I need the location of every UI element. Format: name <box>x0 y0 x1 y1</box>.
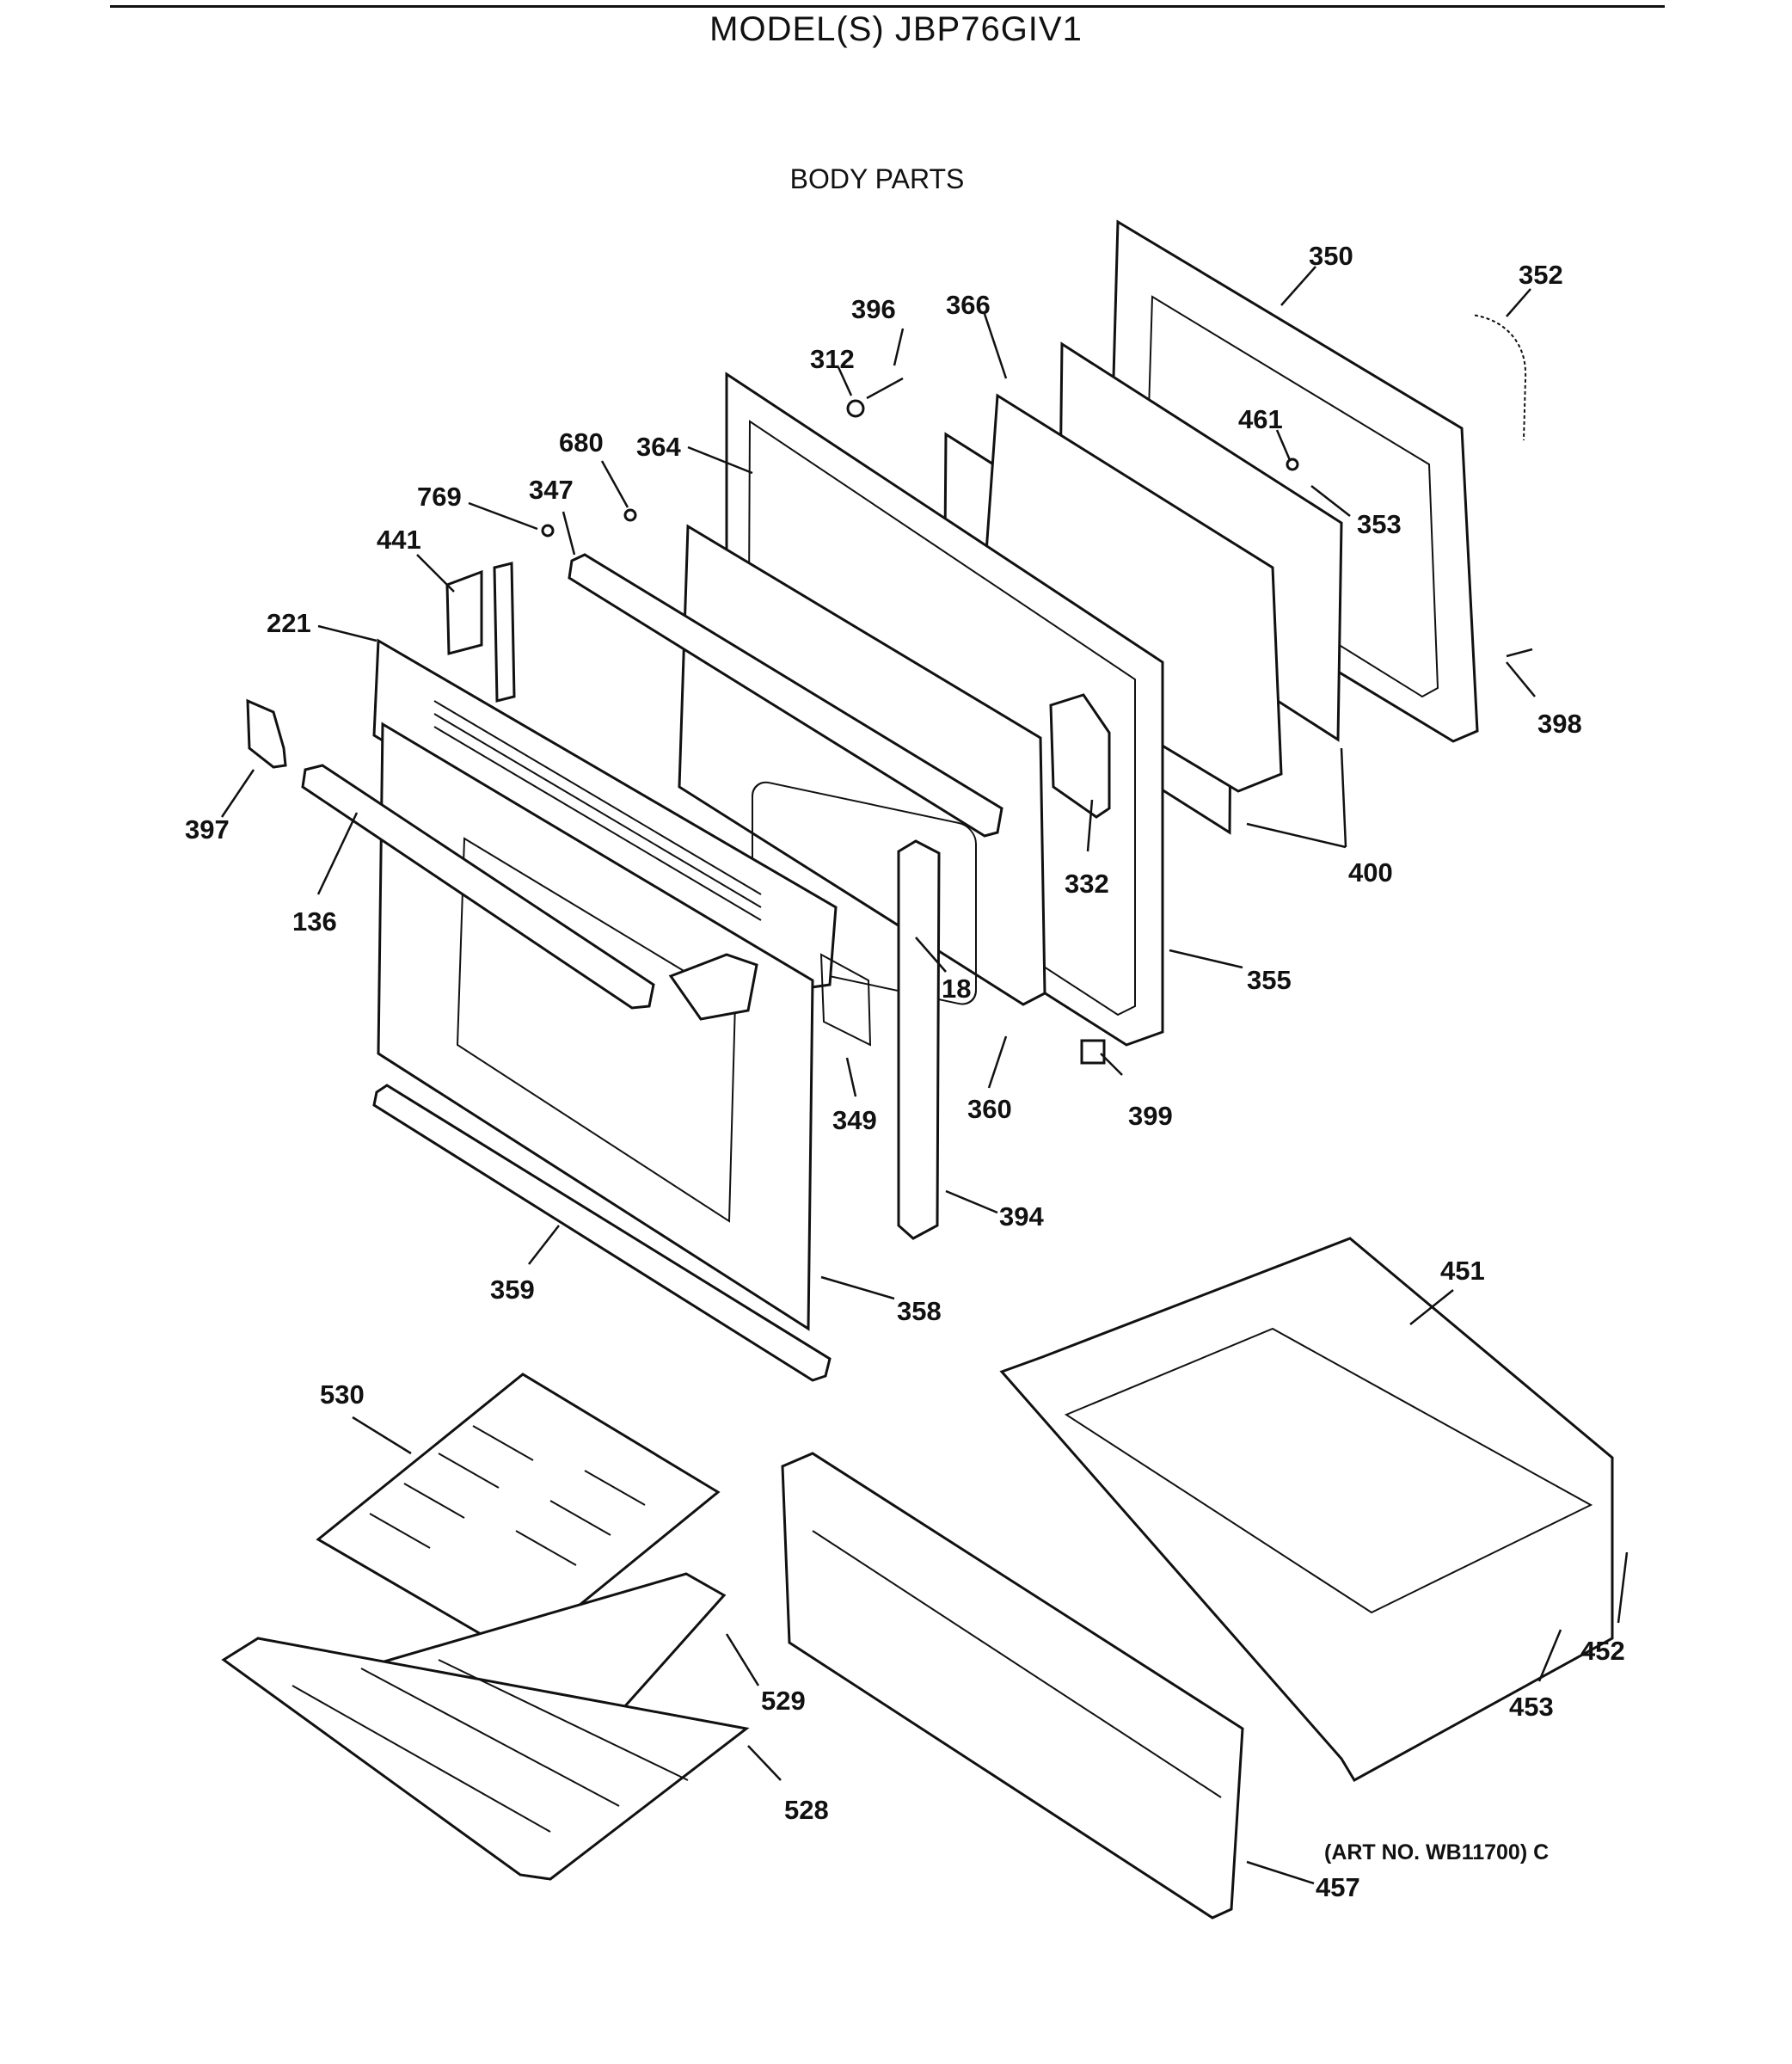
label-355: 355 <box>1247 965 1292 995</box>
top-rule <box>110 5 1665 8</box>
drawer-front-457 <box>781 1452 1244 1920</box>
gasket-352 <box>1471 312 1529 441</box>
label-359: 359 <box>490 1275 535 1305</box>
clip-397 <box>246 698 287 769</box>
label-360: 360 <box>967 1094 1012 1124</box>
insulation-349 <box>819 953 872 1047</box>
label-358: 358 <box>897 1296 942 1326</box>
label-136: 136 <box>292 906 337 937</box>
art-number: (ART NO. WB11700) C <box>1324 1840 1550 1864</box>
label-352: 352 <box>1519 260 1563 290</box>
label-353: 353 <box>1357 509 1402 539</box>
handle-136 <box>301 764 758 1021</box>
label-312: 312 <box>810 344 855 374</box>
label-441: 441 <box>377 525 421 555</box>
part-callouts: 350 352 396 366 312 461 680 364 353 769 … <box>185 241 1629 1902</box>
label-680: 680 <box>559 427 604 458</box>
label-397: 397 <box>185 814 230 845</box>
label-451: 451 <box>1440 1256 1485 1286</box>
label-457: 457 <box>1316 1872 1360 1902</box>
label-400: 400 <box>1348 857 1393 888</box>
bottom-trim-359 <box>372 1084 832 1382</box>
label-452: 452 <box>1580 1636 1625 1666</box>
label-332: 332 <box>1065 869 1109 899</box>
label-347: 347 <box>529 475 574 505</box>
broiler-grid-530 <box>316 1373 721 1657</box>
label-461: 461 <box>1238 404 1283 434</box>
drawer-box-451 <box>999 1237 1614 1783</box>
label-18: 18 <box>942 974 971 1004</box>
label-349: 349 <box>832 1105 877 1135</box>
label-529: 529 <box>761 1686 806 1716</box>
label-221: 221 <box>267 608 311 638</box>
label-398: 398 <box>1537 709 1582 739</box>
label-769: 769 <box>417 482 462 512</box>
bumper-399 <box>1080 1039 1106 1065</box>
insulation-332 <box>1049 693 1111 819</box>
vent-panel-221 <box>372 638 838 991</box>
label-350: 350 <box>1309 241 1353 271</box>
label-366: 366 <box>946 290 991 320</box>
label-530: 530 <box>320 1379 365 1410</box>
label-399: 399 <box>1128 1101 1173 1131</box>
label-364: 364 <box>636 432 681 462</box>
bracket-441 <box>445 562 516 703</box>
model-title: MODEL(S) JBP76GIV1 <box>709 10 1083 48</box>
label-528: 528 <box>784 1795 829 1825</box>
label-453: 453 <box>1509 1692 1554 1722</box>
vent-trim-347 <box>568 553 1003 838</box>
hinge-bar-394 <box>897 839 941 1240</box>
label-396: 396 <box>851 294 896 324</box>
oven-rack-528 <box>221 1637 750 1881</box>
label-394: 394 <box>999 1201 1044 1232</box>
section-subtitle: BODY PARTS <box>789 163 965 194</box>
